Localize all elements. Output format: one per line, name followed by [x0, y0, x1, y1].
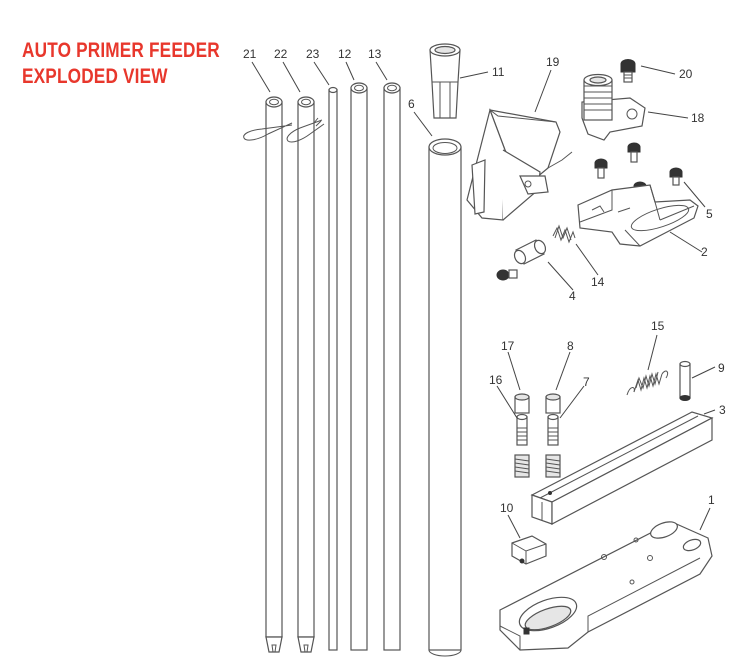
callout-15: 15: [651, 319, 665, 333]
part-7-plunger: [547, 413, 559, 446]
part-15-spring: [626, 370, 669, 396]
part-17-bushing: [514, 393, 530, 414]
callout-18: 18: [691, 111, 705, 125]
spring-left: [514, 454, 530, 478]
part-3-bar: [530, 411, 714, 525]
callout-23: 23: [306, 47, 320, 61]
part-8-bushing: [545, 393, 561, 414]
part-4-pin: [513, 239, 547, 265]
part-19-funnel: [466, 108, 573, 221]
part-9-pin: [679, 360, 691, 401]
part-18-bracket: [581, 73, 646, 141]
screw-a: [594, 158, 608, 179]
callout-22: 22: [274, 47, 288, 61]
callout-7: 7: [583, 375, 590, 389]
rod-23: [328, 86, 338, 651]
callout-21: 21: [243, 47, 257, 61]
callout-4: 4: [569, 289, 576, 303]
tube-12: [350, 82, 368, 651]
tube-6: [428, 138, 462, 657]
callout-16: 16: [489, 373, 503, 387]
tube-13: [383, 82, 401, 651]
diagram-title: AUTO PRIMER FEEDER EXPLODED VIEW: [22, 38, 220, 90]
screw-b: [627, 142, 641, 163]
hairpin-clip-21: [243, 122, 293, 141]
callout-14: 14: [591, 275, 605, 289]
part-16-plunger: [516, 413, 528, 446]
callout-10: 10: [500, 501, 514, 515]
title-line-1: AUTO PRIMER FEEDER: [22, 39, 220, 62]
screw-c: [669, 167, 683, 186]
tube-21: [265, 96, 283, 653]
hairpin-clip-22: [286, 117, 325, 143]
tube-22: [297, 96, 315, 653]
part-14-spring: [552, 224, 576, 244]
part-20-screw: [620, 59, 636, 83]
part-callouts: 21 22 23 12 13 6 11 19 20 18 5 2 14 4 15…: [243, 47, 726, 515]
callout-5: 5: [706, 207, 713, 221]
part-2-slide: [577, 184, 699, 247]
callout-20: 20: [679, 67, 693, 81]
callout-17: 17: [501, 339, 515, 353]
title-line-2: EXPLODED VIEW: [22, 65, 168, 88]
callout-1: 1: [708, 493, 715, 507]
callout-12: 12: [338, 47, 352, 61]
callout-11: 11: [492, 65, 505, 79]
callout-8: 8: [567, 339, 574, 353]
callout-2: 2: [701, 245, 708, 259]
callout-3: 3: [719, 403, 726, 417]
part-11-cap: [429, 43, 461, 119]
part-1-base: [499, 521, 713, 651]
callout-19: 19: [546, 55, 560, 69]
leader-lines: [251, 61, 716, 539]
callout-6: 6: [408, 97, 415, 111]
part-10-block: [511, 535, 547, 565]
callout-13: 13: [368, 47, 382, 61]
spring-right: [545, 454, 561, 478]
screw-e: [496, 269, 518, 281]
callout-9: 9: [718, 361, 725, 375]
